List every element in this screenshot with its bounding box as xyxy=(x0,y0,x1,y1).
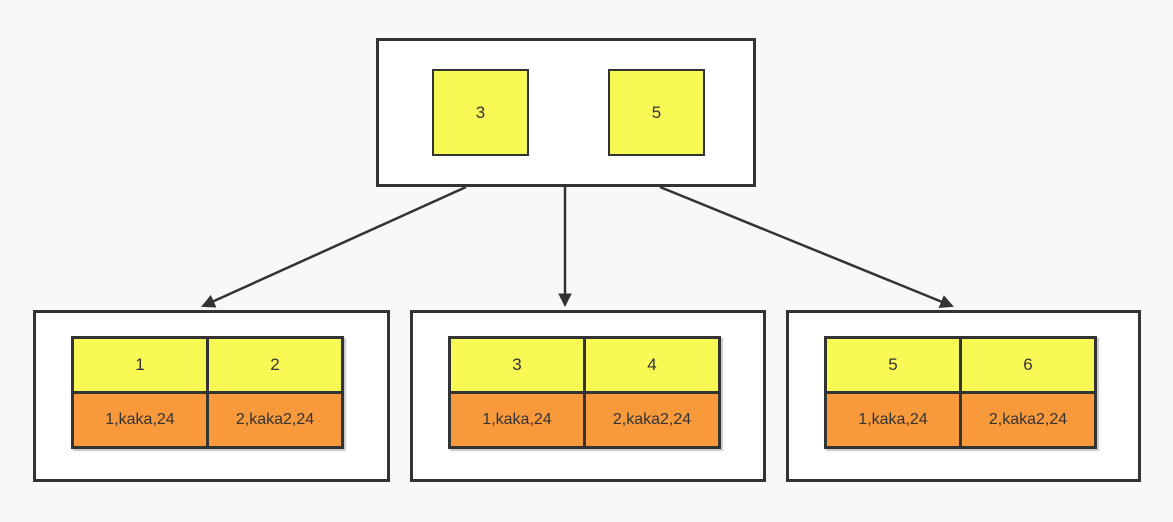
leaf-3-key-2: 6 xyxy=(959,336,1097,394)
leaf-node-2: 3 4 1,kaka,24 2,kaka2,24 xyxy=(410,310,766,482)
leaf-table-2: 3 4 1,kaka,24 2,kaka2,24 xyxy=(448,336,721,449)
root-node: 3 5 xyxy=(376,38,756,187)
root-key-2: 5 xyxy=(608,69,705,156)
leaf-2-key-2: 4 xyxy=(583,336,721,394)
leaf-table-1: 1 2 1,kaka,24 2,kaka2,24 xyxy=(71,336,344,449)
leaf-3-value-2: 2,kaka2,24 xyxy=(959,391,1097,449)
leaf-2-key-1: 3 xyxy=(448,336,586,394)
leaf-1-key-2: 2 xyxy=(206,336,344,394)
leaf-2-value-2: 2,kaka2,24 xyxy=(583,391,721,449)
arrow-root-to-leaf-1 xyxy=(201,185,467,308)
arrow-root-to-leaf-3 xyxy=(659,185,954,308)
leaf-3-value-1: 1,kaka,24 xyxy=(824,391,962,449)
root-key-1: 3 xyxy=(432,69,529,156)
leaf-node-1: 1 2 1,kaka,24 2,kaka2,24 xyxy=(33,310,390,482)
leaf-1-value-2: 2,kaka2,24 xyxy=(206,391,344,449)
leaf-node-3: 5 6 1,kaka,24 2,kaka2,24 xyxy=(786,310,1141,482)
leaf-table-3: 5 6 1,kaka,24 2,kaka2,24 xyxy=(824,336,1097,449)
leaf-1-key-1: 1 xyxy=(71,336,209,394)
leaf-1-value-1: 1,kaka,24 xyxy=(71,391,209,449)
leaf-2-value-1: 1,kaka,24 xyxy=(448,391,586,449)
leaf-3-key-1: 5 xyxy=(824,336,962,394)
